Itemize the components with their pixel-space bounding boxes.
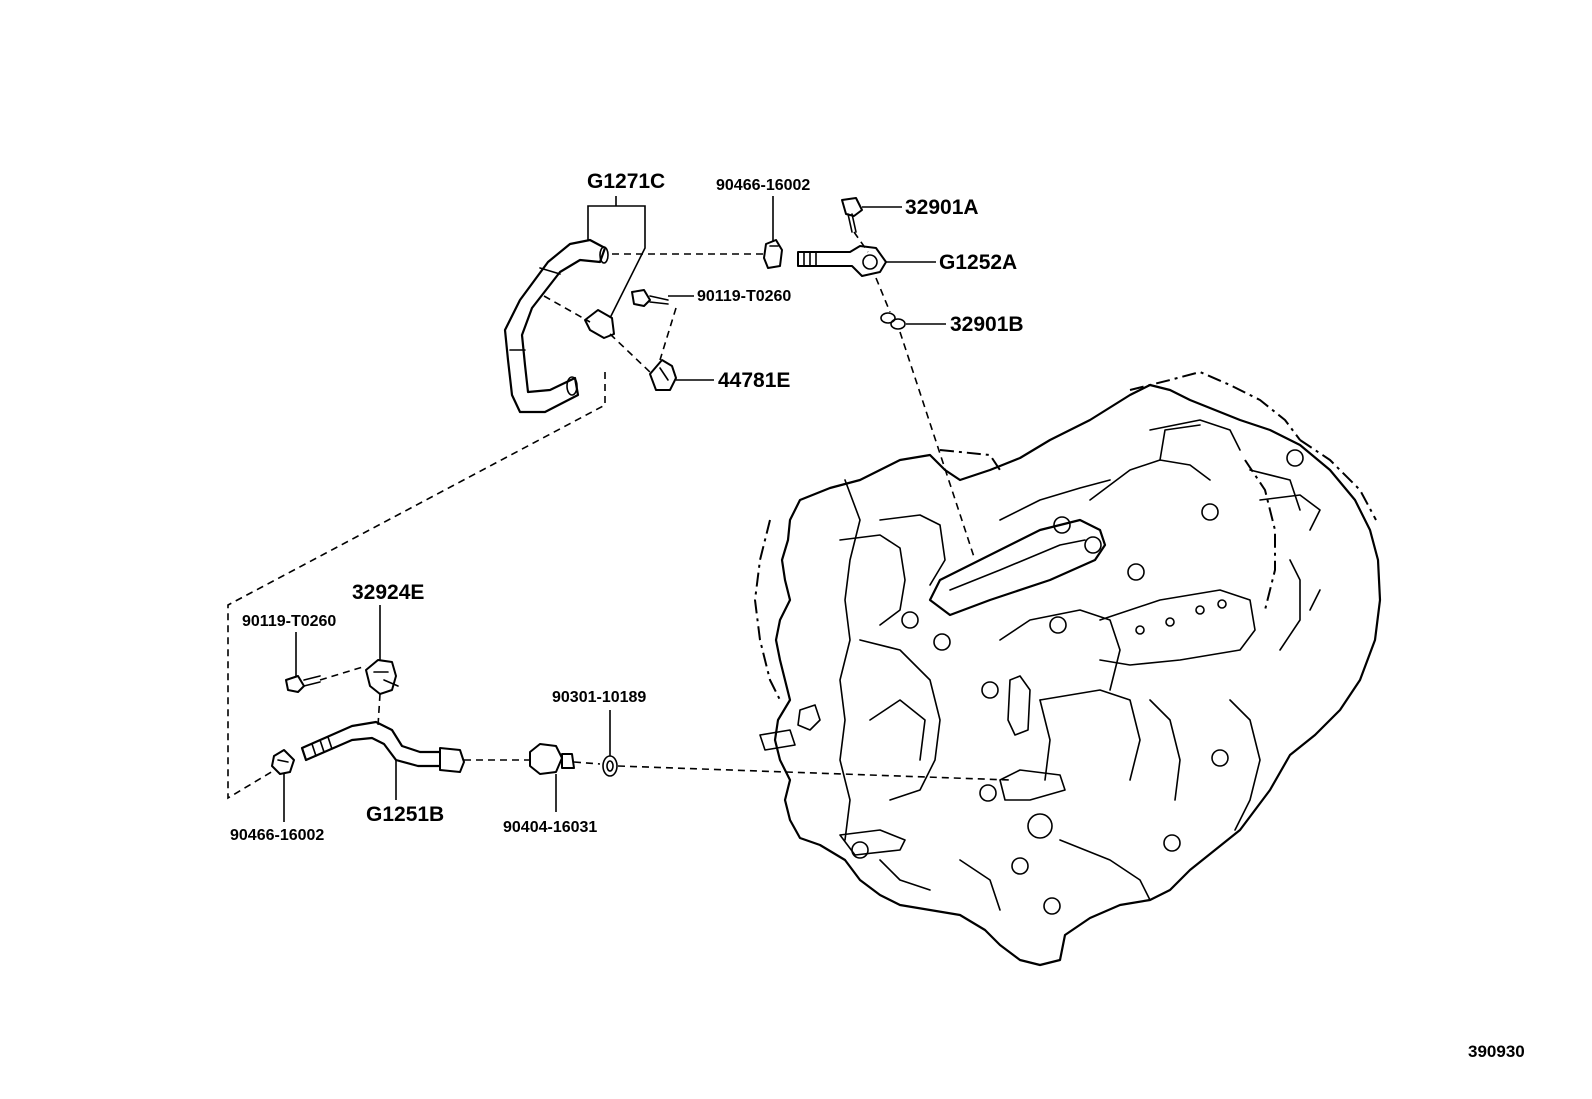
plug-90404 xyxy=(529,743,575,775)
hose-g1251b xyxy=(300,720,465,773)
bolt-90119-left xyxy=(285,675,321,693)
dash-bolt-to-union xyxy=(853,231,869,253)
bracket-44781e xyxy=(649,359,677,391)
dash-assembly-boundary xyxy=(227,372,606,800)
clip-90466-bottom xyxy=(271,749,295,775)
label-bolt-left: 90119-T0260 xyxy=(242,613,336,630)
label-32901b: 32901B xyxy=(950,313,1024,336)
label-bolt-top: 90119-T0260 xyxy=(697,288,791,305)
label-44781e: 44781E xyxy=(718,369,790,392)
label-gasket-90301: 90301-10189 xyxy=(552,689,646,706)
bolt-90119-top xyxy=(631,289,669,307)
gasket-90301 xyxy=(602,755,618,777)
dash-32924e-to-hose xyxy=(377,693,381,727)
dash-union-to-gasket xyxy=(875,277,891,313)
diagram-id: 390930 xyxy=(1468,1042,1525,1061)
label-g1252a: G1252A xyxy=(939,251,1017,274)
hose-g1271c xyxy=(503,238,615,414)
label-clip-bottom: 90466-16002 xyxy=(230,827,324,844)
clip-90466-top xyxy=(763,239,783,269)
union-g1252a xyxy=(797,245,887,277)
dash-gasket-to-case-bottom xyxy=(617,765,1011,781)
g1271c-leader xyxy=(587,205,646,319)
label-clip-top: 90466-16002 xyxy=(716,177,810,194)
label-g1271c: G1271C xyxy=(587,170,665,193)
label-32901a: 32901A xyxy=(905,196,979,219)
label-plug-90404: 90404-16031 xyxy=(503,819,597,836)
dash-bolt-to-32924e xyxy=(319,665,367,681)
transaxle-assembly xyxy=(754,371,1382,967)
dash-gasket-to-case xyxy=(899,331,976,561)
label-32924e: 32924E xyxy=(352,581,424,604)
gasket-32901b xyxy=(880,312,906,330)
bolt-32901a xyxy=(841,197,863,233)
dash-plug-to-gasket xyxy=(573,761,601,765)
dash-hose-bend xyxy=(543,295,591,323)
dash-bolt-to-bracket xyxy=(659,307,677,361)
label-g1251b: G1251B xyxy=(366,803,444,826)
bracket-32924e xyxy=(365,659,399,695)
dash-clip-to-bracket xyxy=(609,333,653,375)
